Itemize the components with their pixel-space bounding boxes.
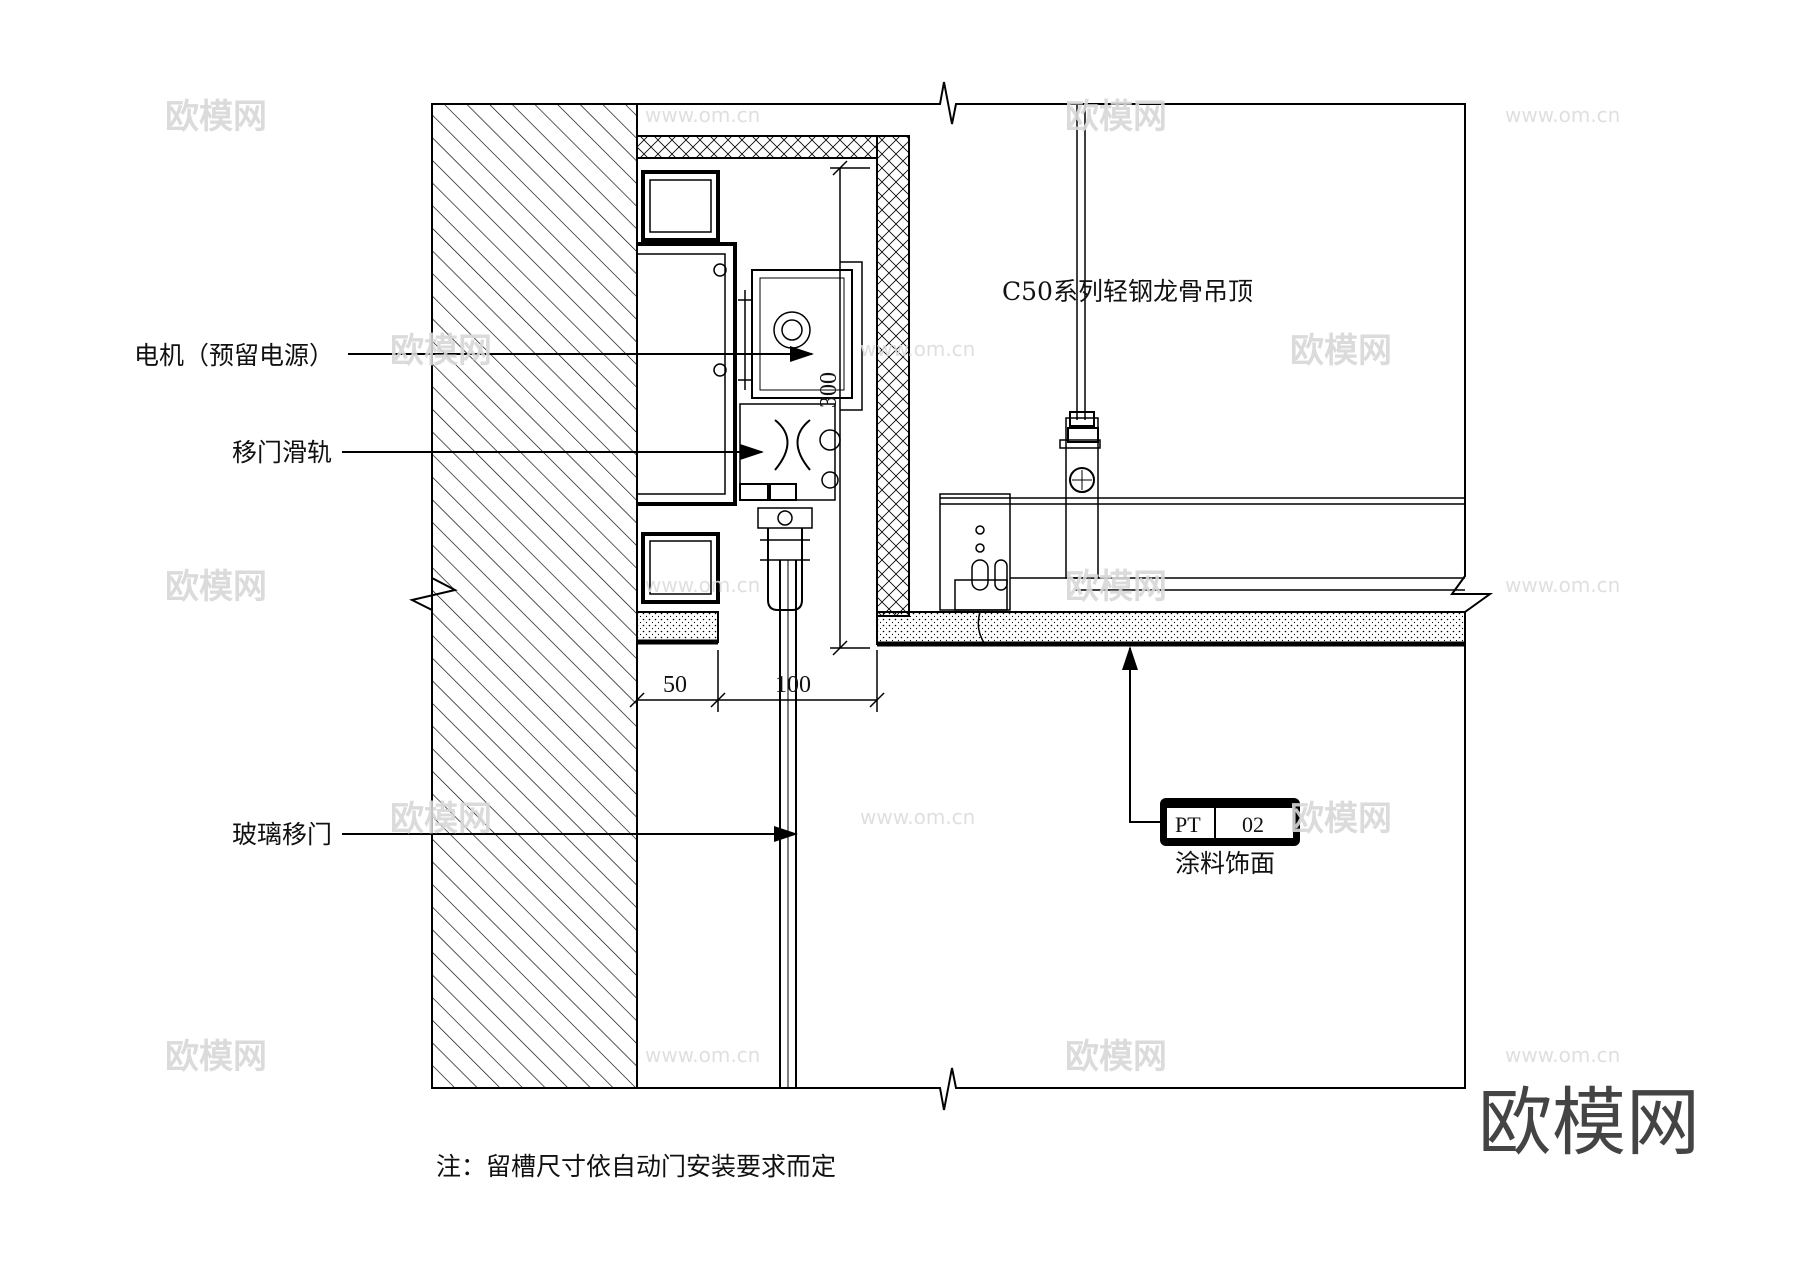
dimension-300 bbox=[830, 160, 870, 656]
svg-text:www.om.cn: www.om.cn bbox=[1505, 573, 1620, 597]
brand-logo: 欧模网 bbox=[1478, 1080, 1700, 1166]
motor-label: 电机（预留电源） bbox=[134, 341, 334, 370]
c-channel bbox=[637, 242, 737, 506]
note-text: 注：留槽尺寸依自动门安装要求而定 bbox=[436, 1152, 836, 1181]
door-hanger bbox=[757, 507, 813, 611]
svg-text:欧模网: 欧模网 bbox=[390, 799, 492, 839]
svg-text:欧模网: 欧模网 bbox=[165, 97, 267, 137]
slot-board-left bbox=[636, 611, 719, 643]
svg-text:欧模网: 欧模网 bbox=[165, 1037, 267, 1077]
svg-text:欧模网: 欧模网 bbox=[1065, 567, 1167, 607]
watermark: 欧模网 欧模网 欧模网 欧模网 欧模网 欧模网 欧模网 欧模网 欧模网 欧模网 … bbox=[165, 97, 1620, 1077]
ceiling-board bbox=[876, 611, 1466, 645]
svg-text:欧模网: 欧模网 bbox=[1065, 97, 1167, 137]
sliding-track bbox=[739, 403, 841, 501]
svg-text:欧模网: 欧模网 bbox=[1065, 1037, 1167, 1077]
ceiling-runner bbox=[939, 493, 1465, 611]
top-board bbox=[636, 135, 878, 159]
steel-tube-lower bbox=[641, 532, 720, 604]
svg-text:www.om.cn: www.om.cn bbox=[645, 573, 760, 597]
svg-text:www.om.cn: www.om.cn bbox=[860, 337, 975, 361]
dimension-300-label: 300 bbox=[816, 372, 842, 408]
track-label: 移门滑轨 bbox=[232, 438, 332, 467]
finish-label: 涂料饰面 bbox=[1175, 849, 1275, 878]
masonry-wall bbox=[431, 103, 638, 1089]
dimension-100-label: 100 bbox=[775, 672, 811, 698]
glass-door bbox=[779, 560, 797, 1088]
finish-tag-number: 02 bbox=[1242, 812, 1264, 837]
leader-lines bbox=[342, 346, 1160, 842]
finish-tag: PT 02 bbox=[1160, 798, 1300, 846]
svg-text:欧模网: 欧模网 bbox=[165, 567, 267, 607]
glass-door-label: 玻璃移门 bbox=[232, 820, 332, 849]
finish-tag-code: PT bbox=[1175, 812, 1201, 837]
svg-text:www.om.cn: www.om.cn bbox=[645, 103, 760, 127]
svg-text:欧模网: 欧模网 bbox=[1290, 799, 1392, 839]
drawing-frame bbox=[409, 81, 1494, 1111]
svg-text:欧模网: 欧模网 bbox=[1290, 331, 1392, 371]
dimension-horizontal bbox=[629, 650, 885, 712]
side-board bbox=[876, 135, 910, 617]
dimension-50-label: 50 bbox=[663, 672, 687, 698]
motor-unit bbox=[713, 261, 863, 411]
hanger-rod bbox=[1059, 104, 1101, 579]
svg-text:www.om.cn: www.om.cn bbox=[860, 805, 975, 829]
ceiling-label: C50系列轻钢龙骨吊顶 bbox=[1002, 277, 1253, 306]
svg-text:www.om.cn: www.om.cn bbox=[1505, 1043, 1620, 1067]
svg-text:www.om.cn: www.om.cn bbox=[645, 1043, 760, 1067]
steel-tube-upper bbox=[641, 170, 720, 242]
svg-text:www.om.cn: www.om.cn bbox=[1505, 103, 1620, 127]
svg-text:欧模网: 欧模网 bbox=[390, 331, 492, 371]
